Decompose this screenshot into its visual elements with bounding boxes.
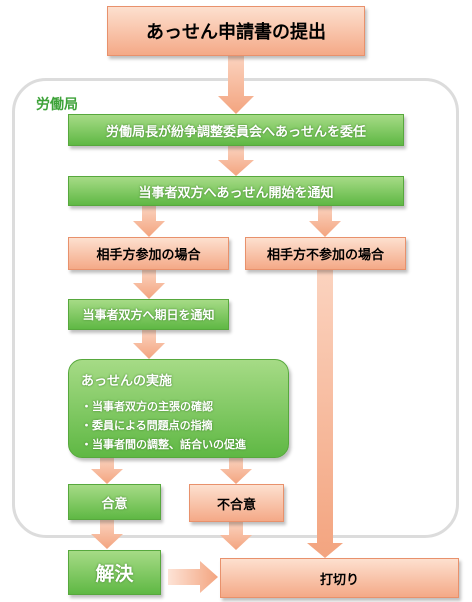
arrow-delegate-to-notify xyxy=(218,146,254,176)
arrow-absent-to-terminated xyxy=(307,270,343,558)
step-notify-start-text: 当事者双方へあっせん開始を通知 xyxy=(138,185,334,201)
step-agree: 合意 xyxy=(68,484,161,520)
step-terminated-text: 打切り xyxy=(319,572,359,588)
step-resolved-text: 解決 xyxy=(95,563,134,585)
title-text: あっせん申請書の提出 xyxy=(146,22,326,43)
arrow-attends-to-date xyxy=(133,270,165,299)
step-agree-text: 合意 xyxy=(101,496,128,512)
arrow-disagree-to-terminated xyxy=(220,522,252,550)
step-party-attends-text: 相手方参加の場合 xyxy=(96,248,201,263)
arrow-title-to-delegate xyxy=(218,56,254,114)
step-party-absent: 相手方不参加の場合 xyxy=(245,237,406,270)
arrow-notify-to-attends xyxy=(133,206,165,237)
implement-item-3: ・当事者間の調整、話合いの促進 xyxy=(81,438,246,451)
step-delegate-text: 労働局長が紛争調整委員会へあっせんを委任 xyxy=(105,124,366,140)
bureau-label: 労働局 xyxy=(36,97,78,113)
step-resolved: 解決 xyxy=(68,550,161,595)
arrow-notify-to-absent xyxy=(309,206,341,237)
title-box: あっせん申請書の提出 xyxy=(107,6,365,56)
step-disagree: 不合意 xyxy=(189,484,284,522)
step-notify-start: 当事者双方へあっせん開始を通知 xyxy=(68,176,404,206)
step-terminated: 打切り xyxy=(220,558,459,598)
step-disagree-text: 不合意 xyxy=(216,497,256,513)
step-party-attends: 相手方参加の場合 xyxy=(68,237,229,270)
step-implement: あっせんの実施 ・当事者双方の主張の確認 ・委員による問題点の指摘 ・当事者間の… xyxy=(68,359,289,458)
step-notify-date: 当事者双方へ期日を通知 xyxy=(68,299,229,330)
arrow-implement-to-disagree xyxy=(220,458,252,484)
implement-item-1: ・当事者双方の主張の確認 xyxy=(81,400,213,413)
arrow-agree-to-resolved xyxy=(91,520,123,549)
step-notify-date-text: 当事者双方へ期日を通知 xyxy=(82,308,215,322)
arrow-date-to-implement xyxy=(133,330,165,359)
step-party-absent-text: 相手方不参加の場合 xyxy=(266,248,384,263)
implement-item-2: ・委員による問題点の指摘 xyxy=(81,419,213,432)
implement-title: あっせんの実施 xyxy=(81,374,173,389)
step-delegate: 労働局長が紛争調整委員会へあっせんを委任 xyxy=(68,114,404,146)
arrow-resolved-to-terminated xyxy=(168,561,218,593)
arrow-implement-to-agree xyxy=(91,458,123,484)
